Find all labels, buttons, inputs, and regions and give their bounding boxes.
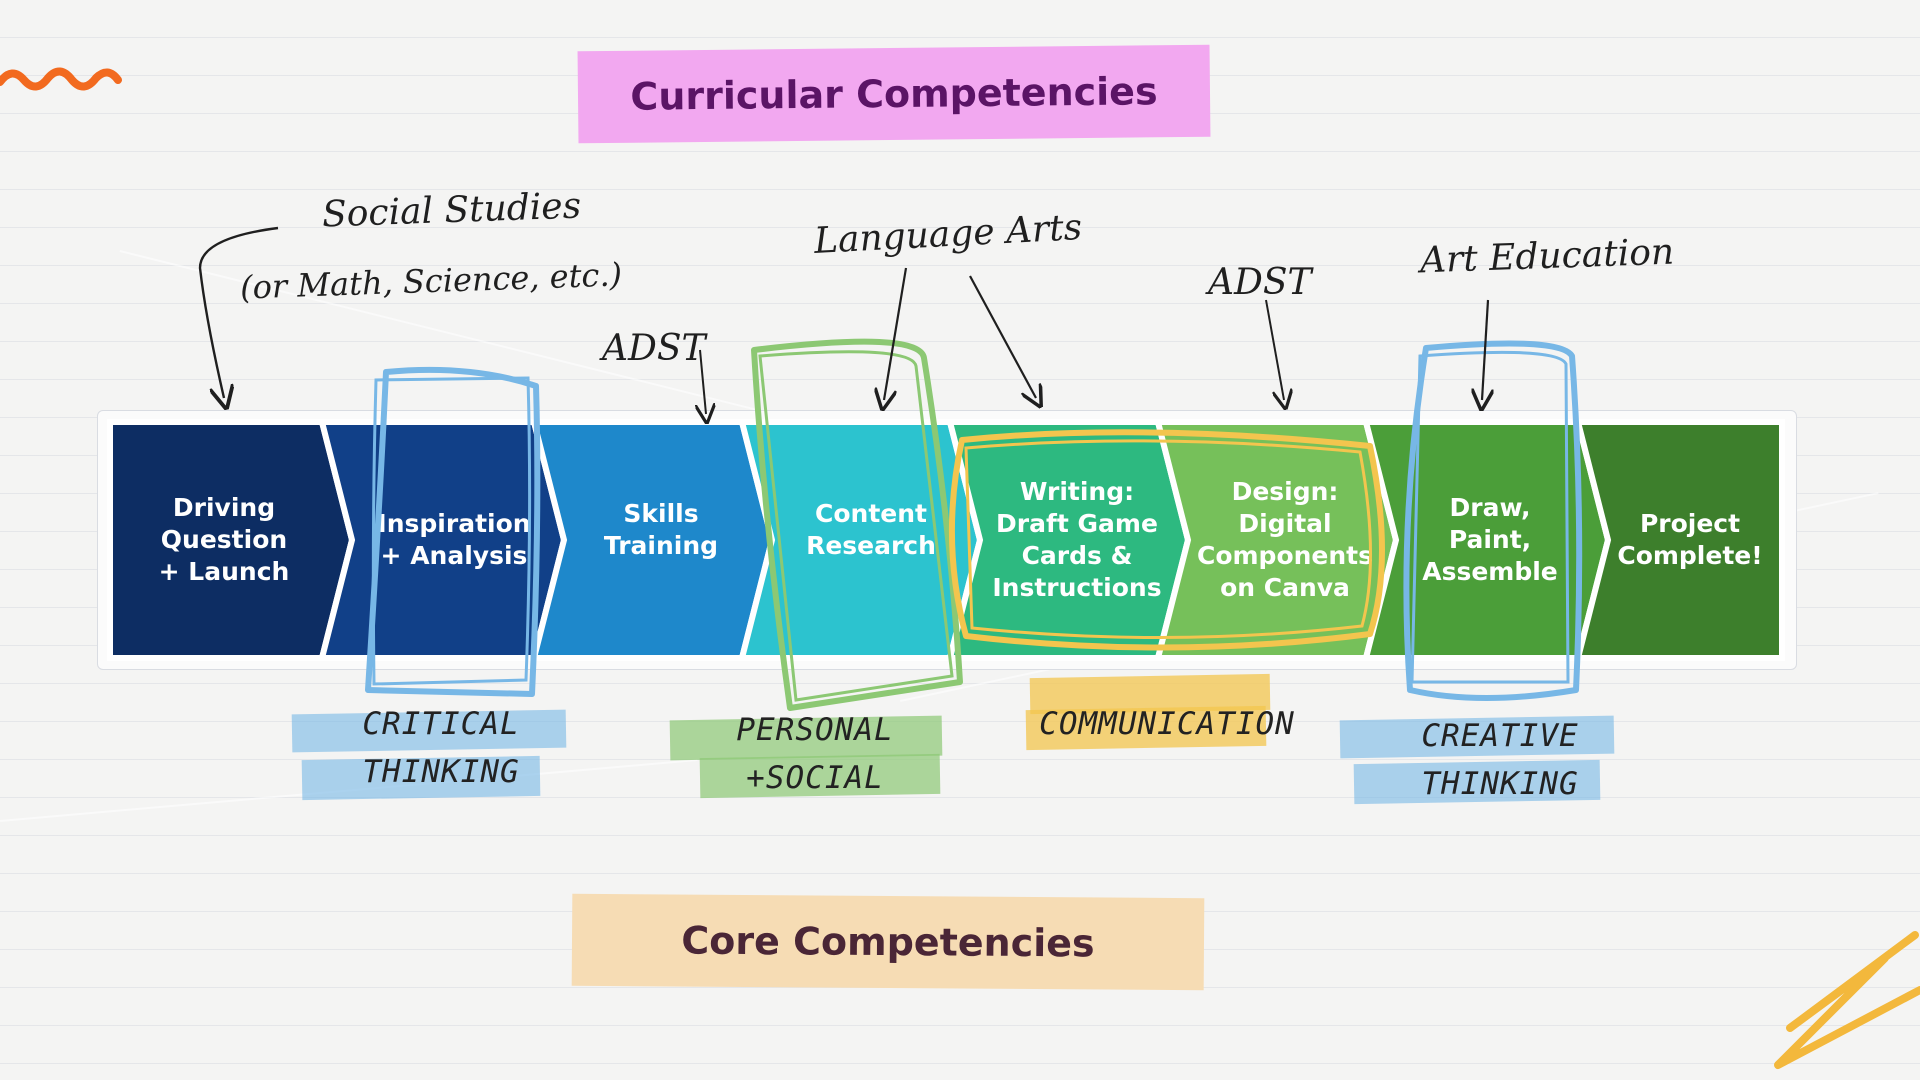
highlight-outline-draw-paint-2 [1410,350,1570,684]
arrow-language-arts-2-icon [969,275,1036,398]
adst-note-1: ADST [602,328,706,369]
arrow-adst-1-icon [700,349,706,414]
step-label-skills-training: Skills Training [603,499,719,560]
chevron-project-complete [1574,419,1785,661]
highlight-outline-content-research-2 [758,350,954,702]
highlight-outline-content-research [751,338,963,711]
highlight-outline-draw-paint [1403,340,1583,701]
arrow-art-education-icon [1482,299,1488,400]
highlight-outline-inspiration-2 [371,376,532,686]
highlight-outline-inspiration [365,366,541,697]
step-label-content-research: Content Research [806,499,936,560]
step-label-project-complete: Project Complete! [1617,509,1763,570]
step-label-writing: Writing: Draft Game Cards & Instructions [992,477,1162,602]
orange-squiggle-icon [0,67,122,91]
step-label-design: Design: Digital Components on Canva [1196,477,1374,602]
communication-label: COMMUNICATION [1039,706,1295,742]
core-competencies-title: Core Competencies [571,893,1205,991]
core-title-text: Core Competencies [681,918,1095,966]
personal-social-label: PERSONAL +SOCIAL [736,712,894,796]
adst-note-2: ADST [1208,262,1312,303]
step-label-driving-question: Driving Question + Launch [158,493,290,586]
creative-thinking-label: CREATIVE THINKING [1421,718,1579,802]
highlight-outline-writing-design [948,429,1385,651]
critical-thinking-label: CRITICAL THINKING [362,706,520,790]
yellow-squiggle-icon [1774,931,1920,1069]
highlight-outline-writing-design-2 [964,439,1372,639]
arrow-adst-2-icon [1265,299,1284,400]
arrow-social-studies-icon [198,226,279,398]
step-label-draw-paint: Draw, Paint, Assemble [1422,493,1558,586]
arrow-language-arts-1-icon [884,267,908,400]
step-label-inspiration: Inspiration + Analysis [377,509,531,570]
